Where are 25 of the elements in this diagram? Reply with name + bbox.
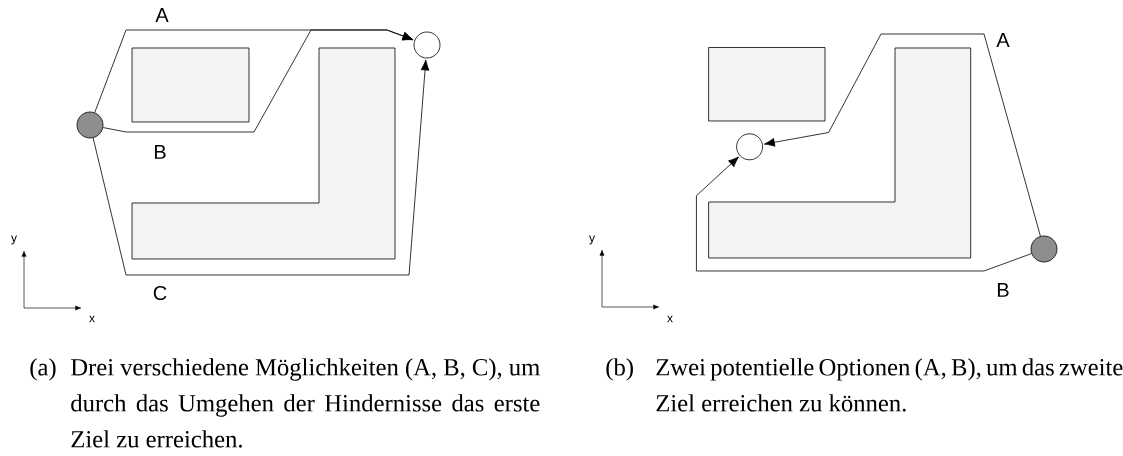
start-circle [76,111,104,139]
subcaption: Drei verschiedene Möglichkeiten (A, B, C), um durch das Umgehen der Hindernisse das erste Ziel zu erreichen. [71,358,540,448]
subcaption-number: (a) [30,358,56,381]
goal-circle [736,133,763,161]
l-shaped-obstacle [131,47,396,260]
axis-label: y [589,235,595,245]
path-arrow [92,59,430,276]
path-label: B [997,283,1009,297]
obstacle-rectangle [131,47,250,123]
path-arrow [763,33,1041,237]
obstacle-rectangle [708,47,826,122]
l-shaped-obstacle [708,47,972,259]
path-arrow [102,29,414,133]
subcaption: Zwei potentielle Optionen (A, B), um das zweite Ziel erreichen zu können. [656,358,1123,412]
path-arrow [696,156,1032,272]
path-label: B [155,145,166,159]
axis-label: x [89,315,95,323]
goal-circle [413,31,441,59]
start-circle [1030,235,1058,263]
axis-label: x [667,315,673,323]
subcaption-number: (b) [606,358,633,381]
path-label: A [155,8,169,22]
axis-label: y [11,235,17,245]
path-label: C [153,285,167,301]
path-label: A [996,33,1010,47]
